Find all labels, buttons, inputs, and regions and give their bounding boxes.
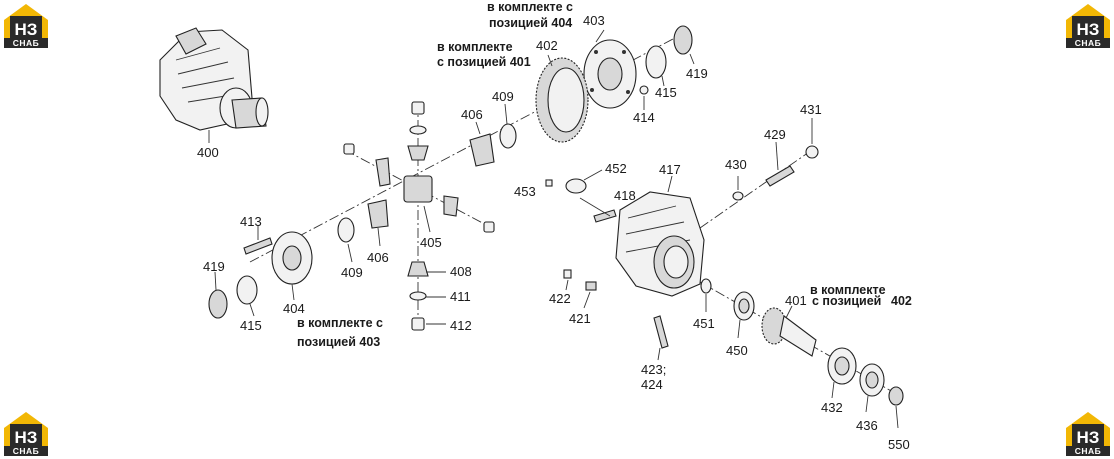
axis-line-breather bbox=[699, 149, 813, 229]
axis-line-cross bbox=[344, 149, 493, 229]
pinion-left bbox=[375, 157, 391, 187]
label-409-lower: 409 bbox=[341, 265, 363, 280]
label-405: 405 bbox=[420, 235, 442, 250]
label-417: 417 bbox=[659, 162, 681, 177]
label-430: 430 bbox=[725, 157, 747, 172]
label-406-lower: 406 bbox=[367, 250, 389, 265]
label-421: 421 bbox=[569, 311, 591, 326]
note-402-line2: с позицией bbox=[812, 294, 881, 308]
note-401-line2: с позицией 401 bbox=[437, 55, 531, 69]
o-ring-452 bbox=[565, 178, 587, 194]
housing-half-404 bbox=[271, 231, 313, 285]
bolt-414 bbox=[639, 85, 649, 95]
pin-412 bbox=[411, 317, 425, 331]
logo-sub: СНАБ bbox=[1075, 38, 1102, 48]
label-422: 422 bbox=[549, 291, 571, 306]
carrier-housing-417 bbox=[615, 191, 705, 297]
nut-550 bbox=[888, 386, 904, 406]
logo-letters: НЗ bbox=[15, 428, 38, 447]
pinion-408 bbox=[407, 261, 429, 277]
note-402-line1: в комплекте bbox=[810, 283, 886, 297]
ring-gear-drawing bbox=[535, 57, 589, 143]
logo-top-right: НЗ СНАБ bbox=[1066, 4, 1110, 48]
bolt-418 bbox=[593, 209, 617, 223]
seal-419-lower bbox=[208, 289, 228, 319]
plug-453 bbox=[545, 179, 553, 187]
washer-409-lower bbox=[337, 217, 355, 243]
label-406-upper: 406 bbox=[461, 107, 483, 122]
part-422 bbox=[563, 269, 572, 279]
label-415-upper: 415 bbox=[655, 85, 677, 100]
label-424: 424 bbox=[641, 377, 663, 392]
label-409-upper: 409 bbox=[492, 89, 514, 104]
label-429: 429 bbox=[764, 127, 786, 142]
ring-451 bbox=[700, 278, 712, 294]
differential-assembly-drawing bbox=[159, 27, 269, 143]
logo-letters: НЗ bbox=[1077, 428, 1100, 447]
note-403-line1: в комплекте с bbox=[297, 316, 383, 330]
bolt-423 bbox=[653, 315, 669, 349]
label-431: 431 bbox=[800, 102, 822, 117]
label-451: 451 bbox=[693, 316, 715, 331]
label-436: 436 bbox=[856, 418, 878, 433]
note-404-line1: в комплекте с bbox=[487, 0, 573, 14]
label-400: 400 bbox=[197, 145, 219, 160]
label-550: 550 bbox=[888, 437, 910, 452]
note-401-line1: в комплекте bbox=[437, 40, 513, 54]
washer-430 bbox=[732, 191, 744, 201]
label-403: 403 bbox=[583, 13, 605, 28]
logo-letters: НЗ bbox=[1077, 20, 1100, 39]
logo-top-left: НЗ СНАБ bbox=[4, 4, 48, 48]
logo-sub: СНАБ bbox=[13, 38, 40, 48]
bearing-415-upper bbox=[645, 45, 667, 79]
seal-419-upper bbox=[673, 25, 693, 55]
label-401: 401 bbox=[785, 293, 807, 308]
label-419-upper: 419 bbox=[686, 66, 708, 81]
pin-left bbox=[343, 143, 355, 155]
label-411: 411 bbox=[450, 289, 471, 304]
pinion-right bbox=[443, 195, 459, 217]
label-414: 414 bbox=[633, 110, 655, 125]
label-432: 432 bbox=[821, 400, 843, 415]
housing-half-drawing bbox=[583, 39, 637, 109]
logo-sub: СНАБ bbox=[13, 446, 40, 456]
bearing-415-lower bbox=[236, 275, 258, 305]
breather-429 bbox=[765, 165, 795, 187]
note-403-line2: позицией 403 bbox=[297, 335, 380, 349]
label-402: 402 bbox=[536, 38, 558, 53]
logo-bottom-right: НЗ СНАБ bbox=[1066, 412, 1110, 456]
label-413: 413 bbox=[240, 214, 262, 229]
washer-411 bbox=[409, 291, 427, 301]
pin-right bbox=[483, 221, 495, 233]
pin-top bbox=[411, 101, 425, 115]
bolt-413 bbox=[243, 237, 273, 255]
label-418: 418 bbox=[614, 188, 636, 203]
logo-sub: СНАБ bbox=[1075, 446, 1102, 456]
cap-431 bbox=[805, 145, 819, 159]
label-423: 423; bbox=[641, 362, 666, 377]
washer-top bbox=[409, 125, 427, 135]
note-402-number: 402 bbox=[891, 294, 912, 308]
label-404: 404 bbox=[283, 301, 305, 316]
part-421 bbox=[585, 281, 597, 291]
washer-409-upper bbox=[499, 123, 517, 149]
label-415-lower: 415 bbox=[240, 318, 262, 333]
drive-pinion-401 bbox=[761, 307, 817, 357]
label-419-lower: 419 bbox=[203, 259, 225, 274]
pinion-top bbox=[407, 145, 429, 161]
spider-405 bbox=[403, 175, 433, 203]
label-453: 453 bbox=[514, 184, 536, 199]
label-452: 452 bbox=[605, 161, 627, 176]
label-412: 412 bbox=[450, 318, 472, 333]
logo-bottom-left: НЗ СНАБ bbox=[4, 412, 48, 456]
side-gear-406-lower bbox=[367, 199, 389, 229]
label-450: 450 bbox=[726, 343, 748, 358]
side-gear-406-upper bbox=[469, 133, 495, 167]
logo-letters: НЗ bbox=[15, 20, 38, 39]
note-404-line2: позицией 404 bbox=[489, 16, 572, 30]
label-408: 408 bbox=[450, 264, 472, 279]
